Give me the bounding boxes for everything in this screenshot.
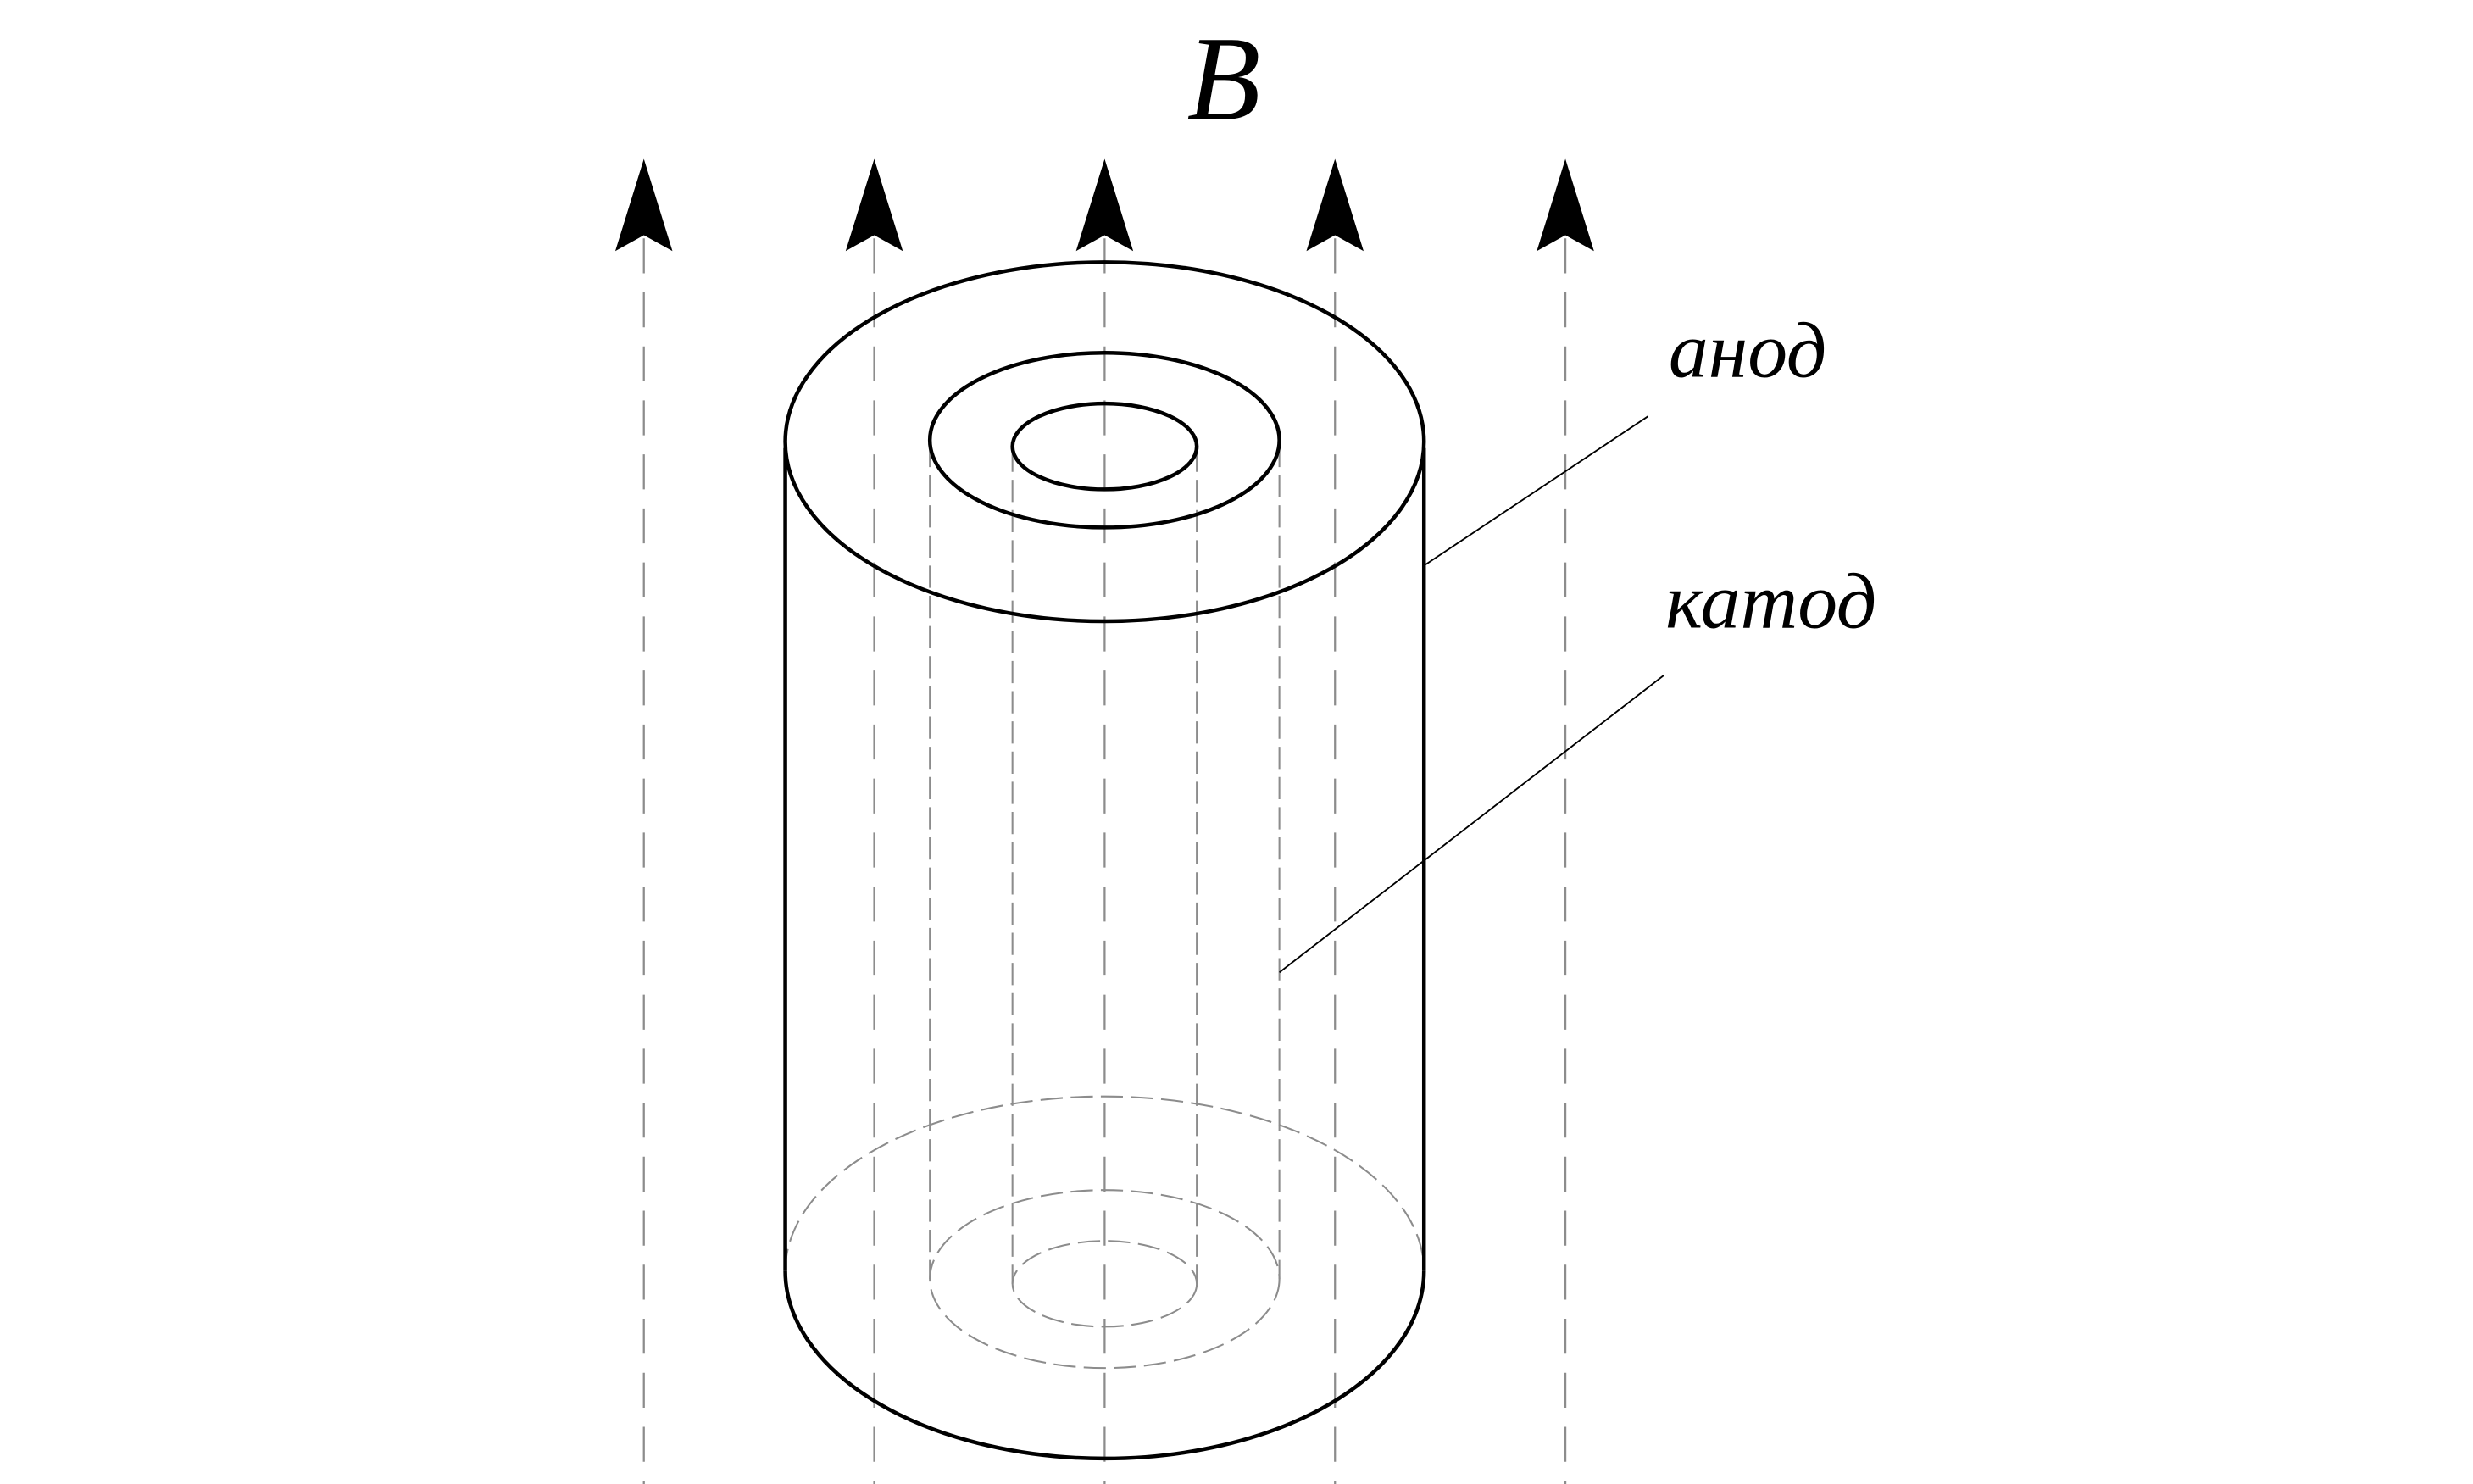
- field-label: B: [1186, 12, 1260, 146]
- anode-bottom-back-edge: [784, 1095, 1425, 1271]
- field-lines: [642, 238, 1567, 1484]
- arrowhead-1: [614, 158, 673, 252]
- anode-top-ellipse: [783, 260, 1426, 624]
- cathode-outer-top: [927, 350, 1281, 530]
- cathode-top: [927, 350, 1281, 530]
- arrowhead-5: [1537, 158, 1594, 252]
- cathode-inner-top: [1010, 401, 1199, 492]
- anode-label: анод: [1669, 306, 1826, 394]
- field-arrowheads: [614, 158, 1594, 252]
- arrowhead-4: [1306, 158, 1364, 252]
- cathode-leader-line: [1279, 675, 1664, 974]
- anode-cylinder: [783, 260, 1426, 1461]
- cathode-label: катод: [1665, 558, 1876, 646]
- leader-lines: [1279, 415, 1664, 974]
- arrowhead-3: [1075, 158, 1134, 252]
- anode-leader-line: [1423, 415, 1649, 567]
- hidden-edges: [784, 444, 1425, 1370]
- anode-bottom-front-edge: [783, 1270, 1426, 1461]
- arrowhead-2: [845, 158, 903, 252]
